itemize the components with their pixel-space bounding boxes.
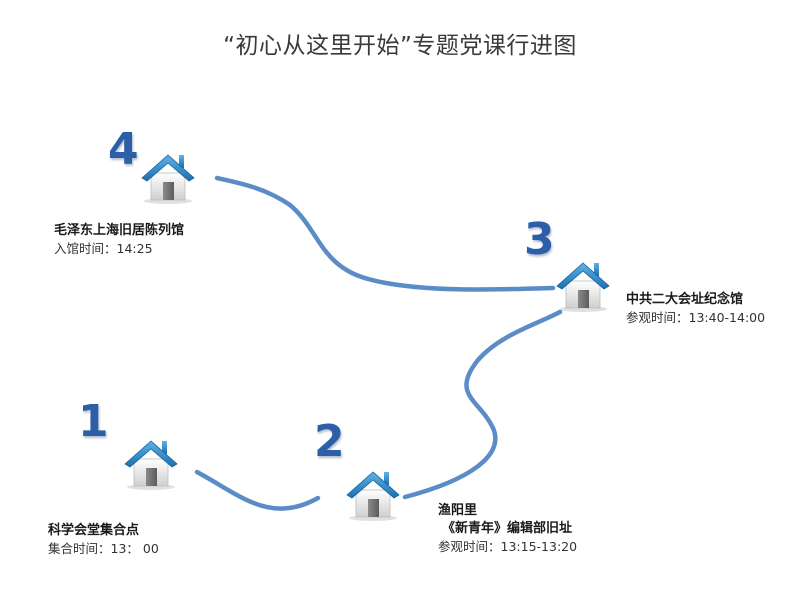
stop-name-4: 毛泽东上海旧居陈列馆 [54,223,185,238]
stop-name-3: 中共二大会址纪念馆 [626,292,744,307]
stop-time-3: 参观时间：13:40-14:00 [626,310,766,325]
house-icon [553,257,613,313]
stop-number-1: 1 [78,396,109,447]
stop-name-2: 渔阳里 [438,503,478,518]
stop-label-3: 中共二大会址纪念馆 参观时间：13:40-14:00 [626,291,765,327]
stop-time-4: 入馆时间：14:25 [54,241,153,256]
stop-time-1: 集合时间：13： 00 [48,541,159,556]
stop-number-2: 2 [314,416,345,467]
stop-name-2-line2: 《新青年》编辑部旧址 [442,521,573,536]
stop-number-3: 3 [524,214,555,265]
house-icon [121,435,181,491]
route-segment-2-3 [402,309,563,500]
route-segment-1-2 [194,469,321,511]
page-title: “初心从这里开始”专题党课行进图 [223,33,577,59]
house-icon [138,149,198,205]
stop-time-2: 参观时间：13:15-13:20 [438,539,578,554]
stop-label-1: 科学会堂集合点 集合时间：13： 00 [48,522,159,558]
stop-label-4: 毛泽东上海旧居陈列馆 入馆时间：14:25 [54,222,184,258]
stop-name-1: 科学会堂集合点 [48,523,140,538]
route-segment-3-4 [214,175,556,292]
stop-number-4: 4 [108,124,139,175]
stop-label-2: 渔阳里 《新青年》编辑部旧址 参观时间：13:15-13:20 [438,502,577,556]
house-icon [343,466,403,522]
